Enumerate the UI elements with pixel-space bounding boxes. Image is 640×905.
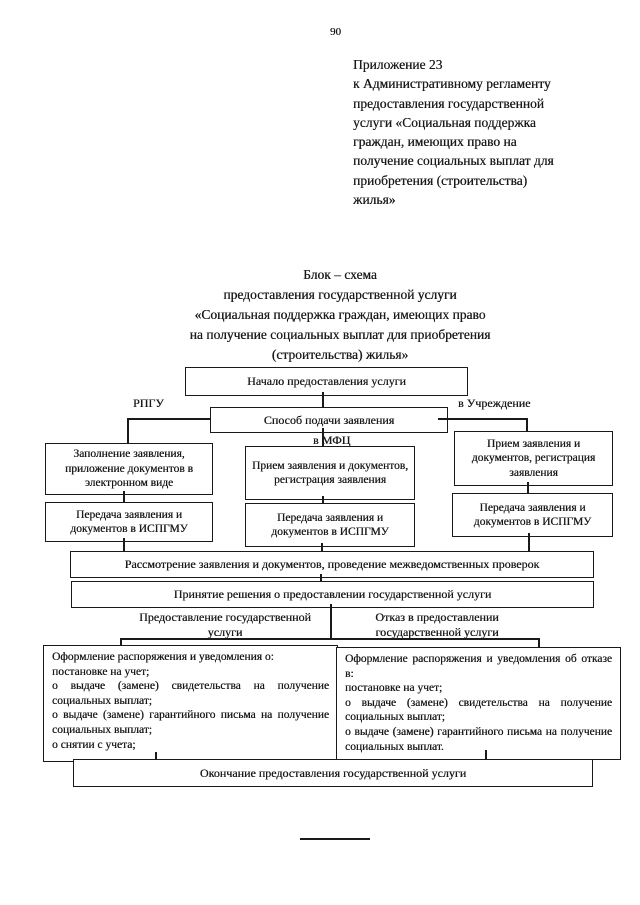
connector-method-institution-vertical xyxy=(526,418,528,431)
branch-label-grant: Предоставление государственной услуги xyxy=(139,610,311,639)
flow-institution-step1-box: Прием заявления и документов, регистраци… xyxy=(454,431,613,486)
flow-rpgu-step1-box: Заполнение заявления, приложение докумен… xyxy=(45,443,213,495)
branch-horizontal-line xyxy=(120,638,539,640)
annex-header-line: предоставления государственной xyxy=(353,95,544,111)
channel-label-rpgu: РПГУ xyxy=(133,396,164,410)
flow-grant-outcome-box: Оформление распоряжения и уведомления о:… xyxy=(43,645,338,762)
annex-header: Приложение 23 к Административному реглам… xyxy=(353,55,609,209)
flow-rpgu-step2-box: Передача заявления и документов в ИСПГМУ xyxy=(45,502,213,542)
connector-method-rpgu-horizontal xyxy=(127,418,210,420)
flow-institution-step2-box: Передача заявления и документов в ИСПГМУ xyxy=(452,493,613,537)
channel-label-institution: в Учреждение xyxy=(458,396,531,410)
page-number: 90 xyxy=(330,26,341,38)
connector-branch-grant xyxy=(120,638,122,646)
flow-review-box: Рассмотрение заявления и документов, про… xyxy=(70,551,594,578)
flow-mfc-step2-box: Передача заявления и документов в ИСПГМУ xyxy=(245,503,415,547)
flow-mfc-step1-box: Прием заявления и документов, регистраци… xyxy=(245,446,415,500)
grant-outcome-item: о снятии с учета; xyxy=(52,738,136,751)
footer-separator-line xyxy=(300,838,370,840)
document-title-line: «Социальная поддержка граждан, имеющих п… xyxy=(194,307,486,322)
grant-outcome-item: Оформление распоряжения и уведомления о: xyxy=(52,651,274,663)
document-title-line: предоставления государственной услуги xyxy=(223,287,457,302)
connector-rpgu-step1-step2 xyxy=(123,491,125,502)
grant-outcome-item: постановке на учет; xyxy=(52,665,150,678)
grant-outcome-item: о выдаче (замене) гарантийного письма на… xyxy=(52,709,329,736)
refusal-outcome-item: о выдаче (замене) свидетельства на получ… xyxy=(345,696,612,724)
refusal-outcome-item: постановке на учет; xyxy=(345,682,443,695)
grant-outcome-item: о выдаче (замене) свидетельства на получ… xyxy=(52,680,329,707)
flow-method-box: Способ подачи заявления xyxy=(210,407,448,433)
connector-grant-end xyxy=(155,752,157,760)
flow-decision-box: Принятие решения о предоставлении госуда… xyxy=(71,581,594,608)
connector-method-rpgu-vertical xyxy=(127,418,129,443)
branch-label-refusal: Отказ в предоставлении государственной у… xyxy=(375,610,499,639)
document-title-line: на получение социальных выплат для приоб… xyxy=(189,327,491,342)
annex-header-line: приобретения (строительства) xyxy=(353,172,528,188)
connector-decision-branch xyxy=(330,604,332,639)
connector-review-decision xyxy=(320,574,322,581)
connector-mfc-step1-step2 xyxy=(322,496,324,503)
document-title: Блок – схема предоставления государствен… xyxy=(40,265,640,365)
connector-refusal-end xyxy=(485,750,487,760)
annex-header-line: к Административному регламенту xyxy=(353,76,551,92)
connector-method-mfc xyxy=(322,428,324,446)
connector-mfc-review xyxy=(321,543,323,551)
document-title-line: Блок – схема xyxy=(303,267,377,282)
document-title-line: (строительства) жилья» xyxy=(271,347,409,362)
connector-method-institution-horizontal xyxy=(438,418,527,420)
channel-label-mfc: в МФЦ xyxy=(313,433,351,447)
connector-rpgu-review xyxy=(123,538,125,551)
refusal-outcome-item: Оформление распоряжения и уведомления об… xyxy=(345,653,612,680)
annex-header-line: граждан, имеющих право на xyxy=(353,134,517,150)
connector-start-method xyxy=(322,392,324,407)
flow-refusal-outcome-box: Оформление распоряжения и уведомления об… xyxy=(336,647,621,760)
refusal-outcome-item: о выдаче (замене) гарантийного письма на… xyxy=(345,725,612,753)
annex-header-line: услуги «Социальная поддержка xyxy=(353,114,536,130)
connector-branch-refusal xyxy=(538,638,540,648)
connector-institution-step1-step2 xyxy=(527,482,529,493)
flow-start-box: Начало предоставления услуги xyxy=(185,367,468,396)
annex-header-line: жилья» xyxy=(353,192,396,208)
annex-header-line: Приложение 23 xyxy=(353,57,443,72)
annex-header-line: получение социальных выплат для xyxy=(353,153,554,169)
flow-end-box: Окончание предоставления государственной… xyxy=(73,759,593,787)
connector-institution-review xyxy=(528,533,530,551)
